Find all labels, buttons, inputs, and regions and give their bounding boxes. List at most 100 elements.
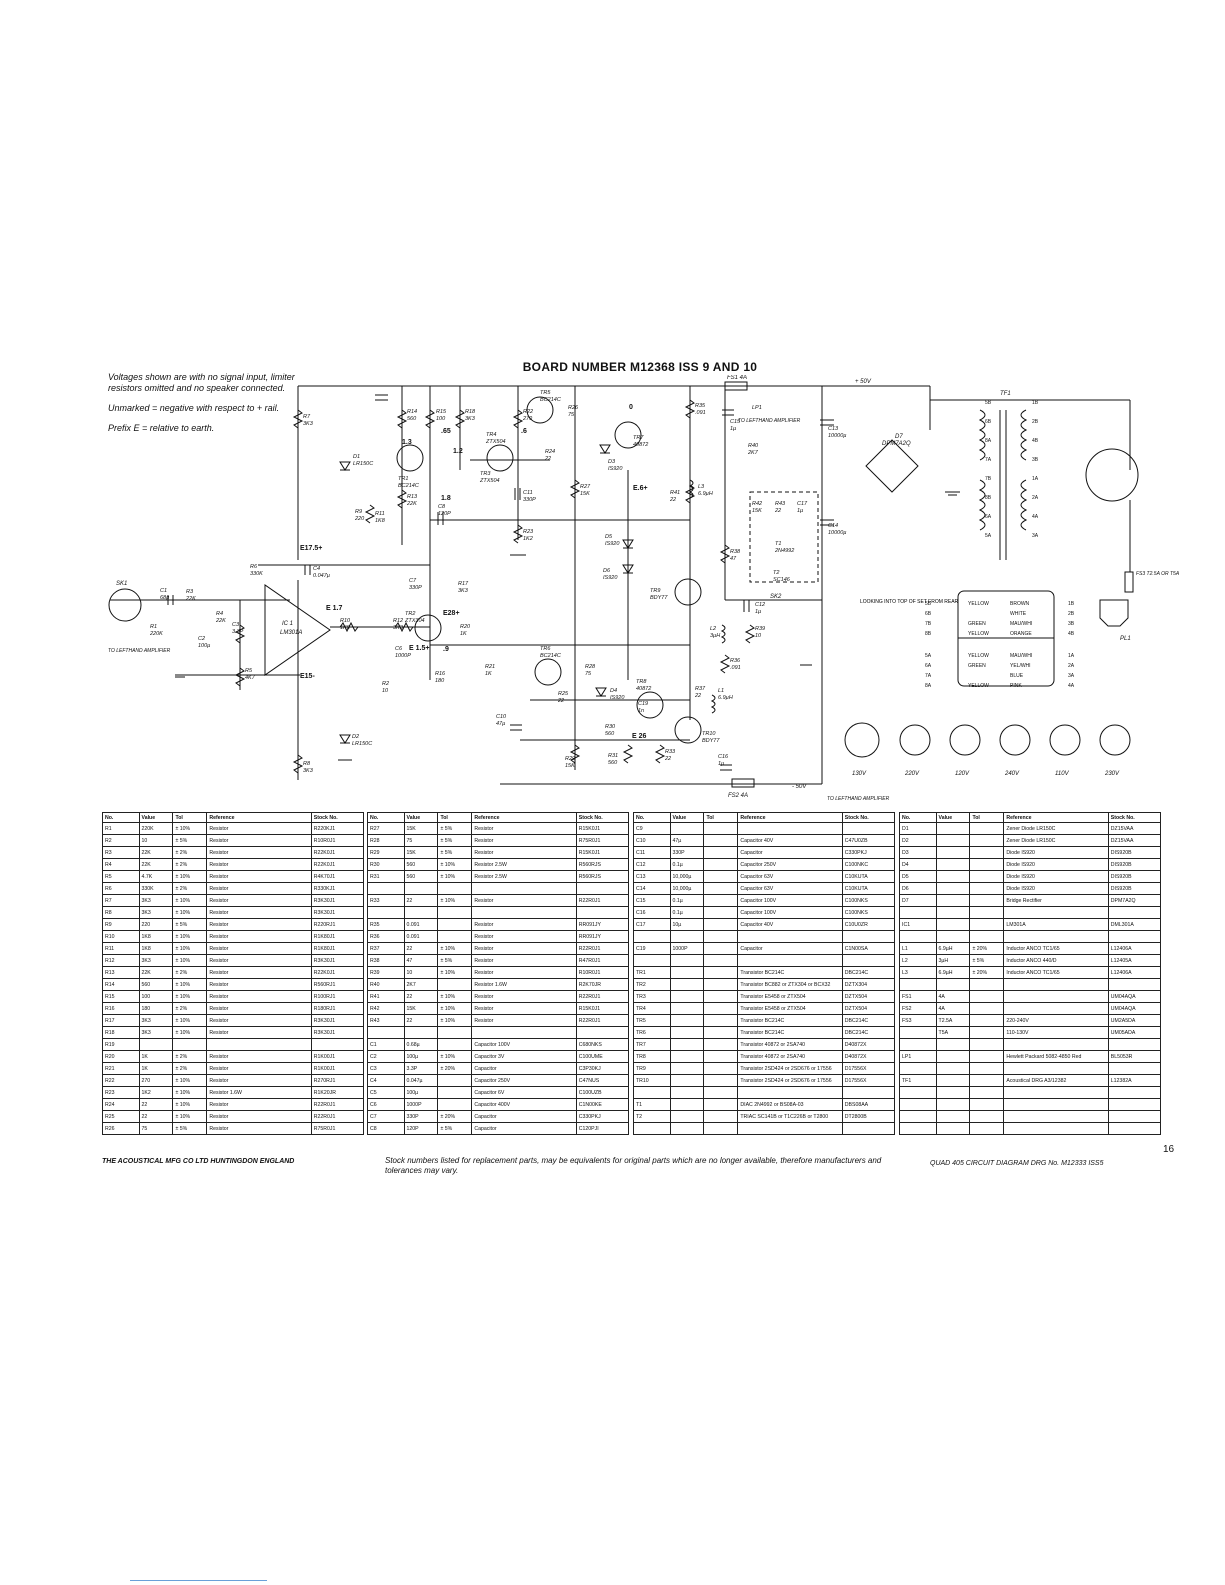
table-cell: R39 <box>367 966 405 979</box>
table-cell: UM2A5DA <box>1107 1014 1162 1027</box>
table-cell <box>575 906 630 919</box>
wiring-row-cell: 6B <box>925 611 932 617</box>
table-cell: 22 <box>138 1098 174 1111</box>
table-cell: R10R0J1 <box>575 966 630 979</box>
component-ref-r6: R6 <box>250 564 258 570</box>
table-cell: C11 <box>633 846 671 859</box>
table-cell: 0.1µ <box>669 906 705 919</box>
table-cell: D40872X <box>841 1050 896 1063</box>
table-cell: 100µ <box>403 1050 439 1063</box>
table-cell: L12405A <box>1107 954 1162 967</box>
table-cell: D7 <box>899 894 937 907</box>
component-value-tr5: BC214C <box>540 397 561 403</box>
table-cell: 75 <box>403 834 439 847</box>
table-cell: Resistor <box>206 858 312 871</box>
table-cell: C16 <box>633 906 671 919</box>
table-cell <box>935 1074 971 1087</box>
table-cell: L12406A <box>1107 942 1162 955</box>
component-value-r29: 15K <box>565 763 575 769</box>
component-value-r8: 3K3 <box>303 768 314 774</box>
table-cell: 1K <box>138 1062 174 1075</box>
table-cell: ± 10% <box>172 870 208 883</box>
table-cell: LP1 <box>899 1050 937 1063</box>
component-value-r12: 3K3 <box>393 625 404 631</box>
wiring-row-cell: ORANGE <box>1010 631 1032 637</box>
component-value-tr8: 40872 <box>636 686 651 692</box>
table-cell <box>935 906 971 919</box>
table-cell <box>703 1122 739 1135</box>
table-cell: DIS920B <box>1107 858 1162 871</box>
table-cell <box>899 1086 937 1099</box>
table-cell <box>1003 1062 1109 1075</box>
table-cell: Capacitor 250V <box>471 1074 577 1087</box>
component-ref-r9: R9 <box>355 509 362 515</box>
table-cell: R35 <box>367 918 405 931</box>
table-cell: 47 <box>403 954 439 967</box>
table-cell: ± 10% <box>172 1086 208 1099</box>
component-value-r28: 75 <box>585 671 592 677</box>
table-cell: 0.091 <box>403 930 439 943</box>
table-header-cell: Stock No. <box>310 812 365 823</box>
component-ref-c11: C11 <box>523 490 533 496</box>
table-cell: C120PJI <box>575 1122 630 1135</box>
table-cell: Resistor <box>206 1122 312 1135</box>
table-cell <box>403 1026 439 1039</box>
table-cell: Resistor <box>471 1014 577 1027</box>
table-cell: DIS920B <box>1107 846 1162 859</box>
table-cell: 22 <box>403 942 439 955</box>
table-cell <box>899 1122 937 1135</box>
table-cell: Transistor 40872 or 2SA740 <box>737 1038 843 1051</box>
tf-tap-right: 1A <box>1032 476 1039 482</box>
table-cell: TR6 <box>633 1026 671 1039</box>
component-ref-c8: C8 <box>438 504 446 510</box>
table-cell: R1K20JR <box>310 1086 365 1099</box>
table-cell <box>703 1110 739 1123</box>
table-cell <box>669 1110 705 1123</box>
table-cell <box>1003 1122 1109 1135</box>
table-header-cell: Reference <box>471 812 577 823</box>
component-ref-r11: R11 <box>375 511 385 517</box>
table-cell <box>703 1002 739 1015</box>
table-cell: Resistor <box>471 942 577 955</box>
table-cell <box>633 1122 671 1135</box>
table-cell: FS1 <box>899 990 937 1003</box>
wiring-row-cell: YEL/WHI <box>1010 663 1031 669</box>
table-cell: R28 <box>367 834 405 847</box>
table-header-cell: Tol <box>703 812 739 823</box>
table-cell: 3K3 <box>138 894 174 907</box>
component-ref-r10: R10 <box>340 618 351 624</box>
table-cell <box>367 1026 405 1039</box>
table-cell: Resistor <box>471 918 577 931</box>
table-cell: R3 <box>102 846 140 859</box>
table-cell <box>1107 978 1162 991</box>
component-value-r39: 10 <box>755 633 762 639</box>
table-cell <box>703 990 739 1003</box>
component-ref-t1: T1 <box>775 541 781 547</box>
table-cell <box>703 882 739 895</box>
table-cell: Inductor ANCO TC1/65 <box>1003 966 1109 979</box>
table-cell: 22 <box>403 990 439 1003</box>
to-left-top: TO LEFTHAND AMPLIFIER <box>738 418 801 424</box>
table-cell: 0.1µ <box>669 894 705 907</box>
table-cell: R10R0J1 <box>310 834 365 847</box>
table-cell: ± 10% <box>437 870 473 883</box>
table-cell: 220K <box>138 822 174 835</box>
table-cell <box>935 918 971 931</box>
component-ref-tr2: TR2 <box>405 611 415 617</box>
table-cell: 220-240V <box>1003 1014 1109 1027</box>
component-ref-r39: R39 <box>755 626 765 632</box>
table-cell: R6 <box>102 882 140 895</box>
component-value-c16: 1µ <box>718 761 724 767</box>
table-cell: 100 <box>138 990 174 1003</box>
wiring-row-cell: 3A <box>1068 673 1075 679</box>
